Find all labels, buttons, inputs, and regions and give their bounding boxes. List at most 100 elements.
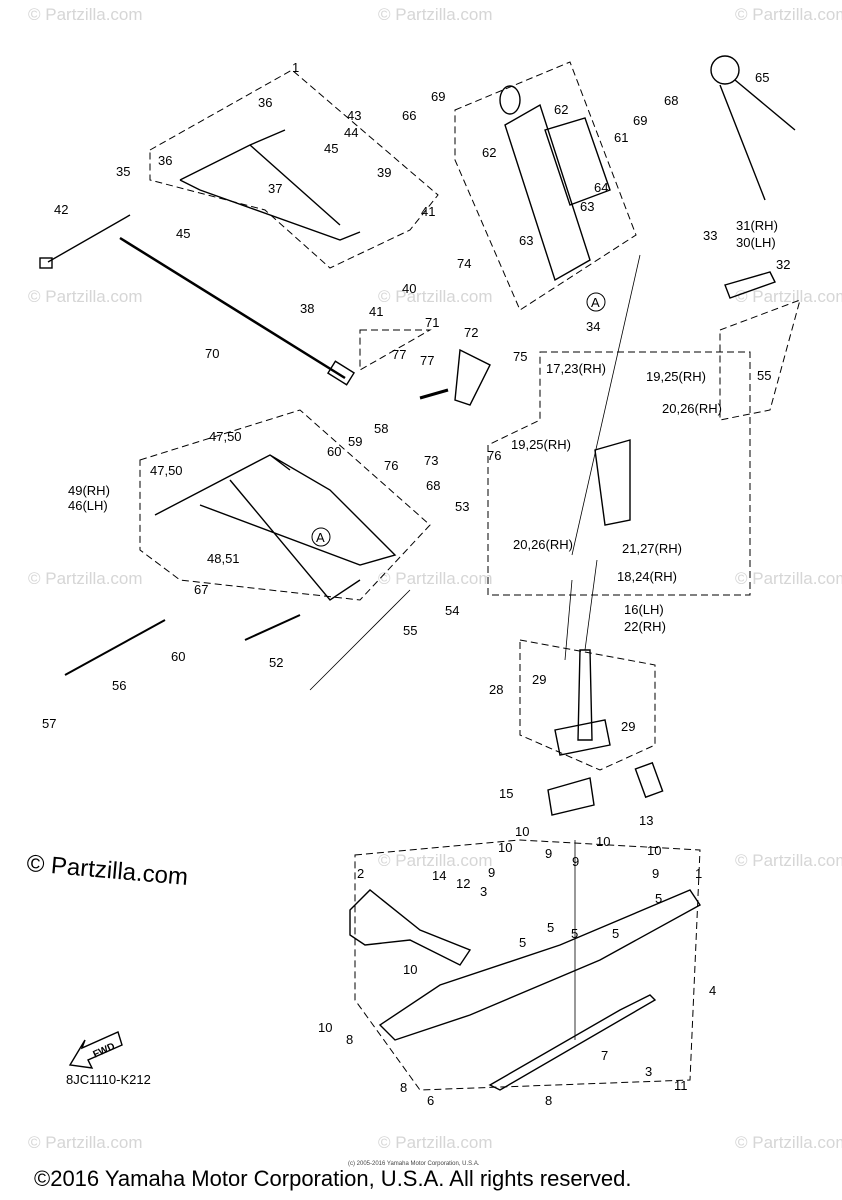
callout-label: 73: [424, 453, 438, 468]
callout-label: 63: [519, 233, 533, 248]
watermark: © Partzilla.com: [378, 5, 493, 24]
fwd-badge: FWD: [91, 1041, 116, 1061]
spindle-housing: [594, 439, 631, 526]
callout-label: 4: [709, 983, 716, 998]
callout-label: 43: [347, 108, 361, 123]
link-72: [454, 348, 491, 406]
shock-eye-top: [499, 85, 521, 115]
callout-label: 20,26(RH): [513, 537, 573, 552]
tie-rod-boundary: [719, 299, 801, 421]
callout-label: 29: [621, 719, 635, 734]
spindle-boundary: [487, 351, 751, 596]
fwd-label: FWD: [91, 1041, 116, 1061]
bolt-52: [244, 614, 301, 641]
callout-label: 19,25(RH): [646, 369, 706, 384]
upper-arm-boundary: [149, 69, 439, 269]
shock-boundary: [454, 61, 637, 311]
section-marker: A: [316, 530, 325, 545]
watermark: © Partzilla.com: [378, 287, 493, 306]
spindle-shaft: [577, 649, 593, 741]
ski-boundary: [354, 839, 701, 1091]
callout-label: 10: [498, 840, 512, 855]
watermark-grid: © Partzilla.com © Partzilla.com © Partzi…: [28, 5, 842, 1152]
spindle-collar-boundary: [519, 639, 656, 771]
callout-label: 5: [571, 926, 578, 941]
callout-label: 19,25(RH): [511, 437, 571, 452]
callout-label: 58: [374, 421, 388, 436]
watermark: © Partzilla.com: [28, 287, 143, 306]
ski-handle-2: [349, 889, 472, 966]
callout-label: 67: [194, 582, 208, 597]
callout-label: 55: [403, 623, 417, 638]
callout-label: 13: [639, 813, 653, 828]
watermark: © Partzilla.com: [735, 5, 842, 24]
callout-label: 64: [594, 180, 608, 195]
callout-label: 68: [426, 478, 440, 493]
callout-label: 3: [480, 884, 487, 899]
link-boundary: [359, 329, 432, 371]
callout-label: 45: [324, 141, 338, 156]
callout-label: 41: [369, 304, 383, 319]
steering-arm-31: [724, 271, 776, 299]
callout-label: 31(RH): [736, 218, 778, 233]
callout-label: 54: [445, 603, 459, 618]
callout-label: 12: [456, 876, 470, 891]
callout-label: 18,24(RH): [617, 569, 677, 584]
watermark: © Partzilla.com: [28, 5, 143, 24]
watermark: © Partzilla.com: [735, 851, 842, 870]
callout-label: 8: [400, 1080, 407, 1095]
callout-label: 77: [420, 353, 434, 368]
callout-label: 9: [488, 865, 495, 880]
callout-label: 6: [427, 1093, 434, 1108]
callout-label: 68: [664, 93, 678, 108]
callout-label: 65: [755, 70, 769, 85]
watermark: © Partzilla.com: [378, 569, 493, 588]
watermark: © Partzilla.com: [735, 287, 842, 306]
callout-label: 36: [158, 153, 172, 168]
copyright-notice: ©2016 Yamaha Motor Corporation, U.S.A. A…: [34, 1166, 632, 1191]
callout-label: 62: [482, 145, 496, 160]
assembly-boundaries: [139, 61, 801, 1091]
callout-label: 5: [612, 926, 619, 941]
callout-label: 21,27(RH): [622, 541, 682, 556]
callout-label: 22(RH): [624, 619, 666, 634]
callout-label: 41: [421, 204, 435, 219]
callout-label: 47,50: [209, 429, 242, 444]
bolt-42-head: [39, 257, 53, 269]
callout-label: 71: [425, 315, 439, 330]
callout-label: 37: [268, 181, 282, 196]
circle-marker-a: [311, 527, 331, 547]
tie-rod-end: [326, 360, 356, 386]
diagram-code: 8JC1110-K212: [66, 1072, 151, 1087]
callout-label: 57: [42, 716, 56, 731]
callout-label: 44: [344, 125, 358, 140]
callout-label: 2: [357, 866, 364, 881]
callout-label: 20,26(RH): [662, 401, 722, 416]
callout-label: 48,51: [207, 551, 240, 566]
callout-label: 29: [532, 672, 546, 687]
callout-label: 16(LH): [624, 602, 664, 617]
callout-label: 70: [205, 346, 219, 361]
upper-a-arm: [179, 129, 361, 241]
callout-label: 10: [515, 824, 529, 839]
callout-label: 60: [327, 444, 341, 459]
callout-label: 30(LH): [736, 235, 776, 250]
callout-label: 49(RH): [68, 483, 110, 498]
callout-label: 72: [464, 325, 478, 340]
callout-label: 15: [499, 786, 513, 801]
callout-label: 5: [519, 935, 526, 950]
circle-marker-a: [586, 292, 606, 312]
callout-label: 53: [455, 499, 469, 514]
callout-label: 76: [487, 448, 501, 463]
callout-labels: 1 2 3 3 4 5 5 5 5 5 6 7 8 8 8 9 9 9 9 10…: [42, 70, 790, 1108]
lower-a-arm: [154, 454, 397, 601]
callout-label: 5: [655, 891, 662, 906]
ski-cushion-15: [547, 777, 595, 816]
callout-label: 59: [348, 434, 362, 449]
callout-label: 33: [703, 228, 717, 243]
callout-label: 8: [346, 1032, 353, 1047]
callout-label: 3: [645, 1064, 652, 1079]
callout-label: 10: [318, 1020, 332, 1035]
shock-body: [504, 103, 591, 282]
